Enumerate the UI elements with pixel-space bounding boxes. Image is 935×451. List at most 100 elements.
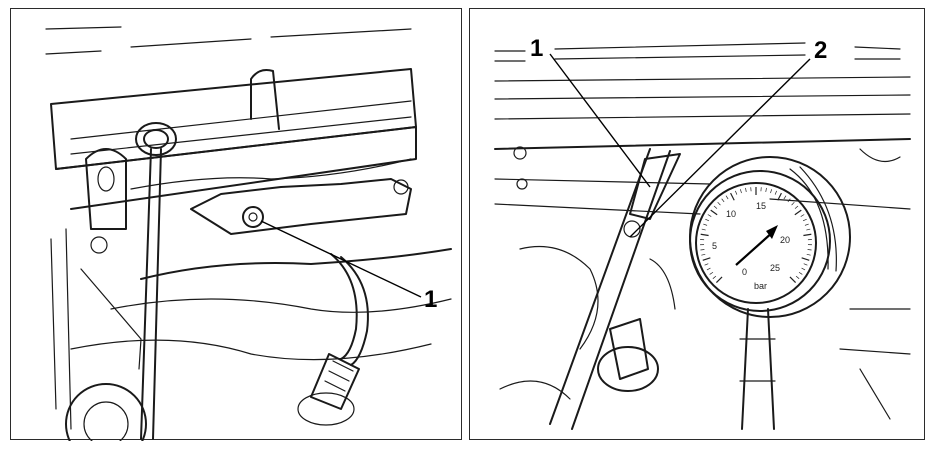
gauge-tick xyxy=(803,263,808,266)
cover-edge-lines-2 xyxy=(45,50,102,55)
right-detail xyxy=(859,148,901,163)
engine-block-contour-2 xyxy=(70,339,432,361)
lambda-sensor xyxy=(609,318,649,380)
gauge-tick xyxy=(806,254,811,256)
engine-block-edge xyxy=(140,248,452,280)
sensor-cable xyxy=(330,253,358,360)
adapter-fitting xyxy=(629,153,681,220)
engine-block-contour xyxy=(110,298,452,313)
dipstick-ring-inner xyxy=(143,129,169,149)
gauge-tick xyxy=(725,195,729,200)
gauge-tick xyxy=(702,257,711,261)
gauge-tick xyxy=(795,275,800,279)
lifting-eye-hole xyxy=(97,166,115,192)
gauge-tick xyxy=(713,205,718,209)
pulley xyxy=(65,383,147,441)
gauge-tick xyxy=(717,201,721,206)
gauge-tick xyxy=(700,249,705,251)
gauge-tick xyxy=(783,195,787,200)
gauge-tick xyxy=(740,189,742,194)
gauge-scale-5: 5 xyxy=(712,241,717,251)
leader-line-1 xyxy=(549,53,651,188)
gauge-tick xyxy=(791,201,795,206)
gauge-tick xyxy=(800,214,805,217)
mount-bolt xyxy=(393,179,409,195)
leader-line-1 xyxy=(260,220,422,298)
gauge-tick xyxy=(712,275,717,279)
gauge-tick xyxy=(700,233,709,237)
gauge-tick xyxy=(707,214,712,217)
gauge-tick xyxy=(803,233,812,237)
gauge-tick xyxy=(765,187,767,192)
bolt-head-2 xyxy=(516,178,528,190)
leader-line-2 xyxy=(629,58,811,238)
lambda-sensor-boss xyxy=(597,346,659,392)
gauge-tick xyxy=(730,192,735,201)
figure-right-drawing: 5 10 15 20 25 0 bar 1 2 xyxy=(494,35,911,430)
sensor-thread xyxy=(324,360,354,392)
gauge-tick xyxy=(804,223,809,226)
gauge-tick xyxy=(710,209,718,216)
background-lines xyxy=(494,76,911,120)
gauge-tick xyxy=(807,249,812,251)
manifold-lower-contour xyxy=(130,158,412,190)
gauge-tick xyxy=(709,271,714,275)
top-lines-2 xyxy=(494,54,901,62)
pressure-hose xyxy=(549,148,651,425)
figure-left-drawing: 1 xyxy=(45,26,452,441)
pressure-gauge-dial xyxy=(695,182,817,304)
gauge-tick xyxy=(706,267,711,271)
gauge-housing-rim xyxy=(789,166,837,272)
callout-label-1: 1 xyxy=(530,35,543,62)
manifold-ribs xyxy=(70,100,412,155)
sensor-boss xyxy=(297,392,355,426)
gauge-tick xyxy=(801,267,806,271)
gauge-stem-bands xyxy=(739,338,776,382)
adapter-nut xyxy=(623,220,641,238)
lambda-sensor xyxy=(310,353,360,410)
bracket-strut xyxy=(80,268,142,370)
gauge-tick xyxy=(745,187,747,192)
gauge-tick xyxy=(794,209,802,216)
figure-left-panel: 1 xyxy=(10,8,462,441)
lower-contour-2 xyxy=(499,380,571,400)
sensor-cable-edge xyxy=(340,256,369,366)
gauge-tick xyxy=(787,198,791,203)
dipstick-tube-edge xyxy=(152,148,162,440)
cover-edge-lines xyxy=(45,26,412,48)
gauge-tick xyxy=(701,254,706,256)
gauge-tick xyxy=(715,276,723,284)
gauge-scale-0: 0 xyxy=(742,267,747,277)
manifold-lower xyxy=(55,126,417,210)
bolt-head-1 xyxy=(513,146,527,160)
figure-right-panel: 5 10 15 20 25 0 bar 1 2 xyxy=(469,8,925,440)
gauge-tick xyxy=(701,228,706,231)
pressure-gauge-bezel xyxy=(689,170,831,312)
gauge-ticks xyxy=(700,187,812,284)
gauge-tick xyxy=(801,257,810,261)
gauge-tick xyxy=(735,190,738,195)
fuel-rail xyxy=(190,178,412,235)
gauge-tick xyxy=(798,271,803,275)
gauge-tick xyxy=(802,218,807,222)
intake-manifold xyxy=(50,68,417,170)
gauge-unit-label: bar xyxy=(754,281,767,291)
lifting-eye xyxy=(85,148,127,230)
gauge-needle xyxy=(735,230,775,266)
gauge-tick xyxy=(703,223,708,226)
dipstick-ring xyxy=(135,122,177,156)
lifting-eye-bolt xyxy=(90,236,108,254)
pulley-hub xyxy=(83,401,129,441)
gauge-scale-15: 15 xyxy=(756,201,766,211)
gauge-tick xyxy=(789,276,797,284)
manifold-bracket xyxy=(250,69,280,130)
gauge-tick xyxy=(721,198,725,203)
test-connection-valve xyxy=(242,206,264,228)
gauge-needle-tip xyxy=(766,225,778,239)
gauge-tick xyxy=(806,228,811,231)
gauge-tick xyxy=(777,192,782,201)
background-edge xyxy=(494,138,911,150)
gauge-tick xyxy=(774,190,777,195)
background-lines-3 xyxy=(494,178,911,215)
pressure-hose-edge xyxy=(571,150,671,430)
